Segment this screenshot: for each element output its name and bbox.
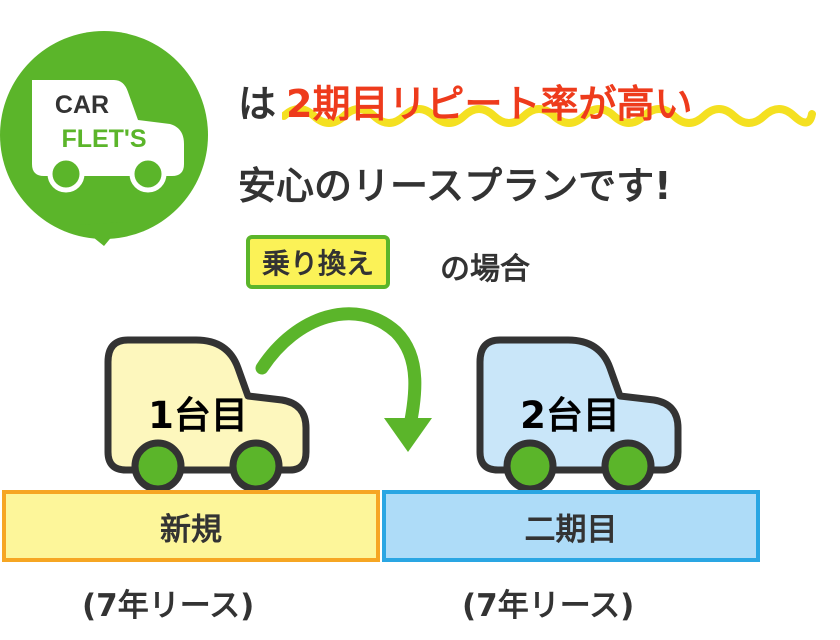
transition-arrow <box>255 307 422 443</box>
case-tag: 乗り換え <box>246 235 391 289</box>
arrow-head-icon <box>384 418 432 452</box>
case-suffix: の場合 <box>440 252 530 287</box>
headline-highlight: 2期目リピート率が高い <box>286 81 693 126</box>
band-new: 新規 <box>2 490 380 562</box>
car-flets-logo: CAR FLET'S <box>0 31 208 246</box>
term-second: (7年リース) <box>462 588 635 624</box>
headline-prefix: は <box>238 81 277 126</box>
logo-text-car: CAR <box>55 91 109 119</box>
wavy-underline <box>282 105 816 127</box>
term-new: (7年リース) <box>82 588 255 624</box>
band-second-term: 二期目 <box>382 490 760 562</box>
car-1: 1台目 <box>104 336 310 493</box>
headline: は 2期目リピート率が高い <box>238 70 692 130</box>
car-2: 2台目 <box>476 336 682 493</box>
car-2-body <box>476 336 682 474</box>
transition-diagram: 1台目 2台目 <box>104 307 682 493</box>
subheadline: 安心のリースプランです! <box>238 164 672 208</box>
car-1-body <box>104 336 310 474</box>
logo-text-flets: FLET'S <box>61 125 146 153</box>
car-1-label: 1台目 <box>148 394 248 437</box>
car-2-label: 2台目 <box>520 394 620 437</box>
